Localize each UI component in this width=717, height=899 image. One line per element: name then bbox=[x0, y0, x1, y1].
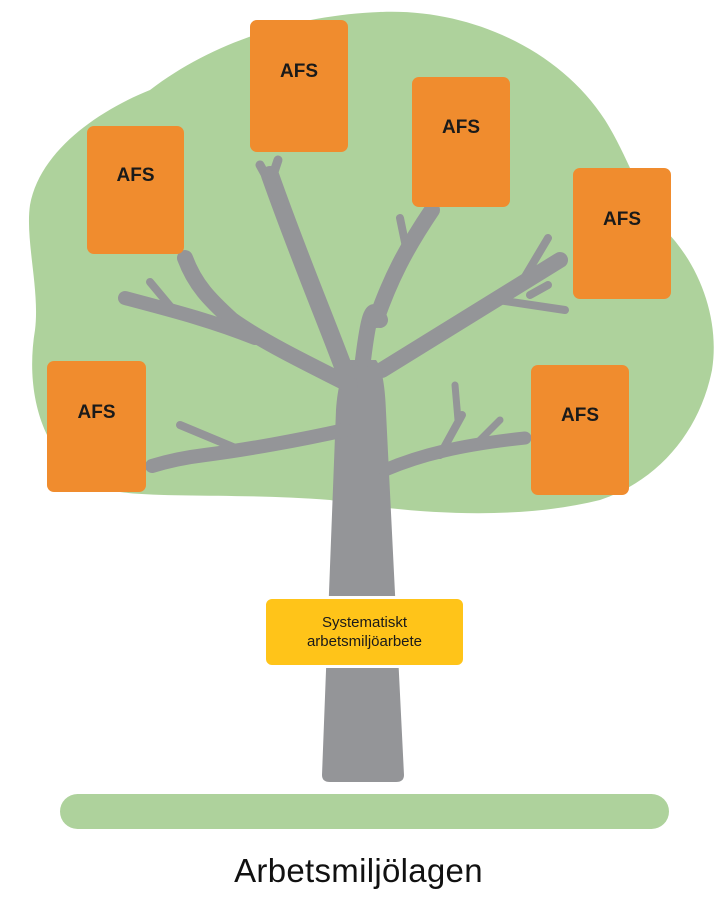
trunk-label-line2: arbetsmiljöarbete bbox=[306, 633, 423, 650]
tree-trunk bbox=[118, 155, 569, 782]
afs-card-label: AFS bbox=[280, 61, 318, 82]
diagram-caption: Arbetsmiljölagen bbox=[234, 852, 483, 889]
twig-mid-right-a bbox=[516, 234, 552, 289]
afs-card-label: AFS bbox=[116, 165, 155, 186]
twig-mid-right-b bbox=[494, 296, 569, 314]
afs-card-lower-right: AFS bbox=[531, 365, 629, 495]
twig-upper-right bbox=[396, 214, 411, 256]
afs-card-label: AFS bbox=[561, 405, 599, 426]
twig-lower-left bbox=[176, 421, 244, 454]
afs-card-top-center: AFS bbox=[250, 20, 348, 152]
branch-upper-right bbox=[368, 202, 440, 328]
branch-mid-left bbox=[177, 250, 358, 393]
twig-upper-center-a bbox=[255, 160, 287, 210]
branch-left-long bbox=[118, 291, 262, 345]
branch-mid-right bbox=[374, 252, 568, 378]
afs-card-top-left: AFS bbox=[87, 126, 184, 254]
afs-card-top-right: AFS bbox=[412, 77, 510, 207]
afs-card-left: AFS bbox=[47, 361, 146, 492]
afs-card-right: AFS bbox=[573, 168, 671, 299]
twig-upper-center-b bbox=[267, 155, 283, 183]
ground-bar bbox=[60, 794, 669, 829]
twig-lower-right-c bbox=[474, 416, 504, 446]
afs-card-label: AFS bbox=[77, 401, 116, 423]
trunk-label-box: Systematiskt arbetsmiljöarbete bbox=[263, 596, 466, 668]
twig-lower-right-b bbox=[451, 381, 462, 424]
twig-mid-right-c bbox=[526, 281, 552, 299]
branch-lower-left bbox=[145, 423, 352, 473]
afs-card-label: AFS bbox=[603, 208, 641, 230]
trunk-label-line1: Systematiskt bbox=[321, 614, 408, 631]
twig-left bbox=[146, 278, 179, 316]
afs-card-label: AFS bbox=[442, 117, 480, 138]
